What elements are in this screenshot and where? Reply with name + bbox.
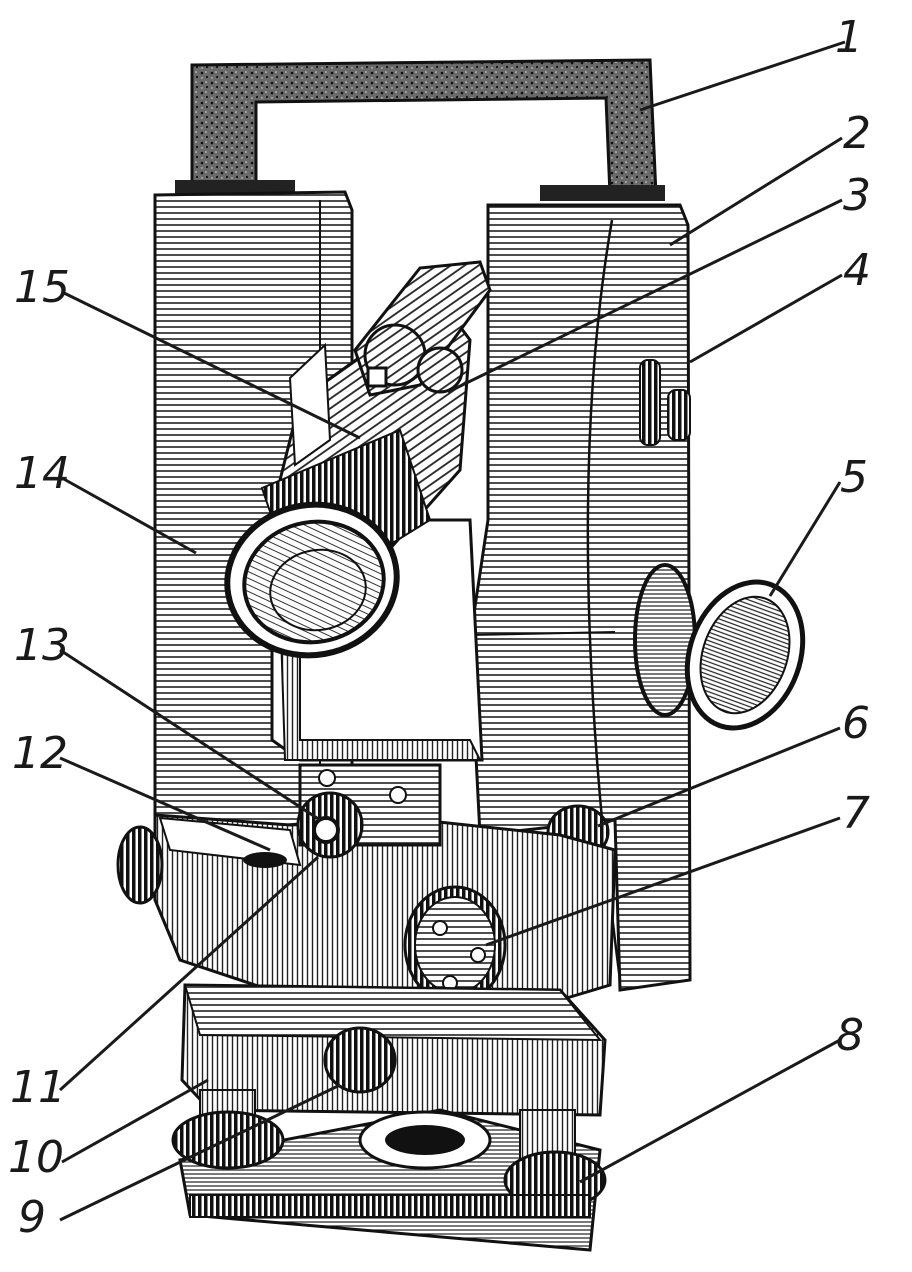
standard-slot (288, 342, 332, 467)
callout-2: 2 (843, 108, 871, 159)
tribrach (180, 983, 607, 1117)
callout-9: 9 (18, 1192, 46, 1243)
callout-13: 13 (14, 620, 70, 671)
illumination-mirror (633, 563, 806, 731)
callout-7: 7 (842, 788, 870, 839)
callout-8: 8 (836, 1010, 864, 1061)
leader-8 (579, 1038, 841, 1184)
base-plate (171, 1089, 607, 1252)
callout-12: 12 (12, 728, 68, 779)
leader-1 (639, 40, 846, 112)
leader-5 (768, 481, 842, 597)
micrometer-block (296, 763, 442, 859)
leader-3 (447, 198, 843, 394)
leader-6 (597, 726, 841, 828)
leader-7 (485, 816, 841, 947)
leader-9 (59, 1083, 341, 1222)
finder-sight (353, 260, 492, 397)
callout-10: 10 (8, 1132, 64, 1183)
callout-5: 5 (840, 452, 868, 503)
callout-11: 11 (10, 1062, 66, 1113)
leader-10 (61, 1078, 209, 1164)
objective-lens (224, 501, 400, 659)
left-side-knob (116, 825, 164, 905)
leader-4 (689, 273, 843, 364)
callout-4: 4 (843, 245, 871, 296)
vertical-circle-knobs (639, 359, 691, 446)
carrying-handle (175, 58, 665, 201)
leader-13 (59, 648, 321, 822)
horizontal-circle-screw (403, 885, 507, 1005)
callout-1: 1 (835, 12, 863, 63)
leader-2 (669, 136, 843, 247)
callout-14: 14 (14, 448, 70, 499)
callout-labels: 1 2 3 4 5 6 7 8 9 10 11 12 13 14 15 (8, 12, 871, 1243)
leader-12 (59, 756, 271, 852)
callout-6: 6 (842, 698, 870, 749)
leader-15 (61, 290, 361, 440)
leader-11 (58, 855, 320, 1092)
leader-14 (61, 476, 197, 555)
callout-15: 15 (14, 262, 70, 313)
callout-3: 3 (843, 170, 871, 221)
leader-lines (58, 40, 846, 1222)
